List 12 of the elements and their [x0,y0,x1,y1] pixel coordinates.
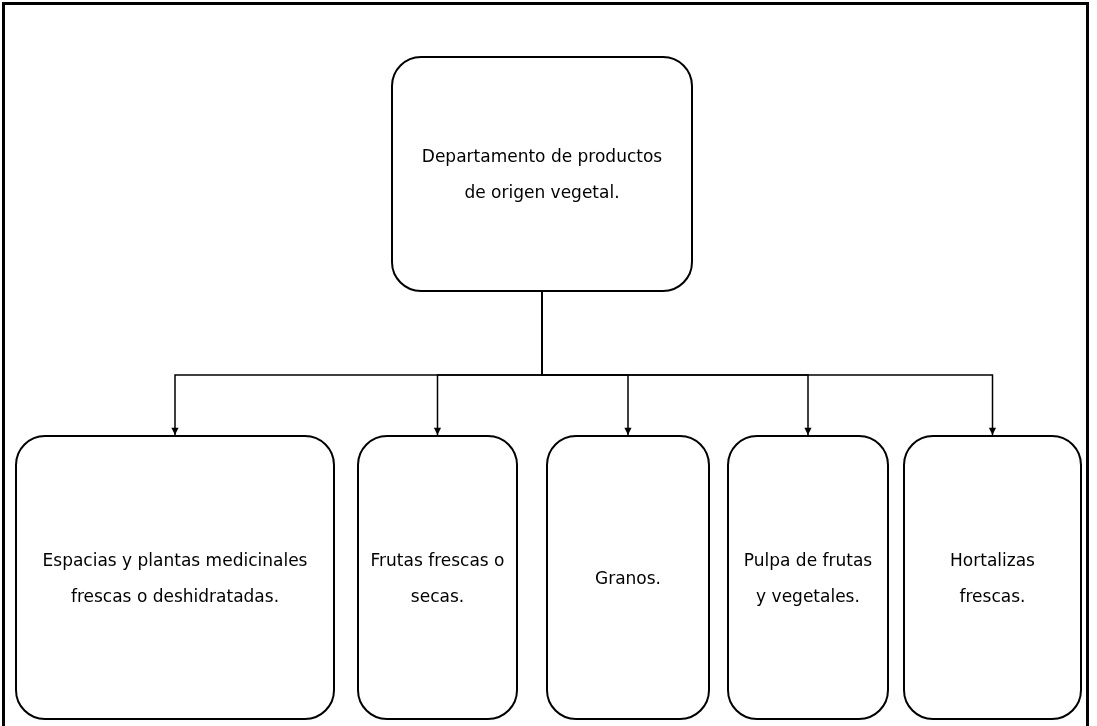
category-box [357,435,518,720]
category-box [15,435,335,720]
node-label: Departamento de productos de origen vegetal. [420,145,664,204]
node-label: Hortalizas frescas. [949,548,1036,608]
department-box [391,56,693,292]
category-box [903,435,1082,720]
category-box [727,435,889,720]
node-label: Espacias y plantas medicinales frescas o deshidratadas. [41,548,309,608]
category-box [546,435,710,720]
node-label: Frutas frescas o secas. [369,548,506,608]
node-label: Pulpa de frutas y vegetales. [742,548,874,608]
node-label: Granos. [595,566,661,590]
